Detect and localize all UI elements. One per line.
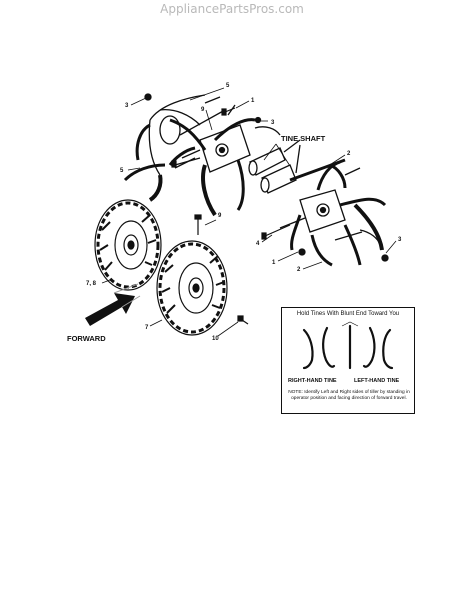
callout-1-upper: 1 (251, 98, 255, 104)
callout-2-upper: 2 (347, 151, 351, 157)
callout-2-lower: 2 (297, 267, 301, 273)
wheel-right (156, 240, 228, 336)
tine-hub-upper (168, 104, 281, 217)
callout-5-left: 5 (120, 168, 124, 174)
forward-arrow (85, 283, 141, 326)
right-hand-tine-a-icon (302, 328, 314, 370)
left-hand-tine-label: LEFT-HAND TINE (354, 378, 400, 384)
tine-illustrations (302, 321, 394, 370)
callout-3-left: 3 (125, 103, 129, 109)
tine-assembly-left (123, 93, 226, 202)
callout-9-lower: 9 (218, 213, 222, 219)
callout-3-upper-right: 3 (271, 120, 275, 126)
leader-lines (101, 87, 397, 337)
watermark: AppliancePartsPros.com (160, 2, 304, 16)
callout-5-upper: 5 (226, 83, 230, 89)
tine-assembly-right (279, 158, 389, 267)
callout-9-upper: 9 (201, 107, 205, 113)
callout-10: 10 (212, 336, 219, 342)
callout-7: 7 (145, 325, 149, 331)
callout-7-8: 7, 8 (86, 281, 97, 287)
callout-4: 4 (256, 241, 260, 247)
wheel-left (94, 199, 162, 291)
bolts (171, 107, 291, 325)
forward-label: FORWARD (67, 334, 106, 343)
tine-shaft (248, 139, 301, 194)
right-hand-tine-label: RIGHT-HAND TINE (288, 378, 337, 384)
callout-tine-shaft: TINE SHAFT (281, 134, 326, 143)
tine-orientation-note-box: Hold Tines With Blunt End Toward You RIG… (281, 307, 415, 414)
callout-1-lower: 1 (272, 260, 276, 266)
right-hand-tine-b-icon (322, 326, 336, 368)
note-text: NOTE: Identify Left and Right sides of t… (288, 390, 410, 402)
left-hand-tine-b-icon (362, 326, 376, 368)
note-box-title: Hold Tines With Blunt End Toward You (296, 311, 400, 317)
left-hand-tine-c-icon (382, 328, 394, 370)
callout-3-right: 3 (398, 237, 402, 243)
